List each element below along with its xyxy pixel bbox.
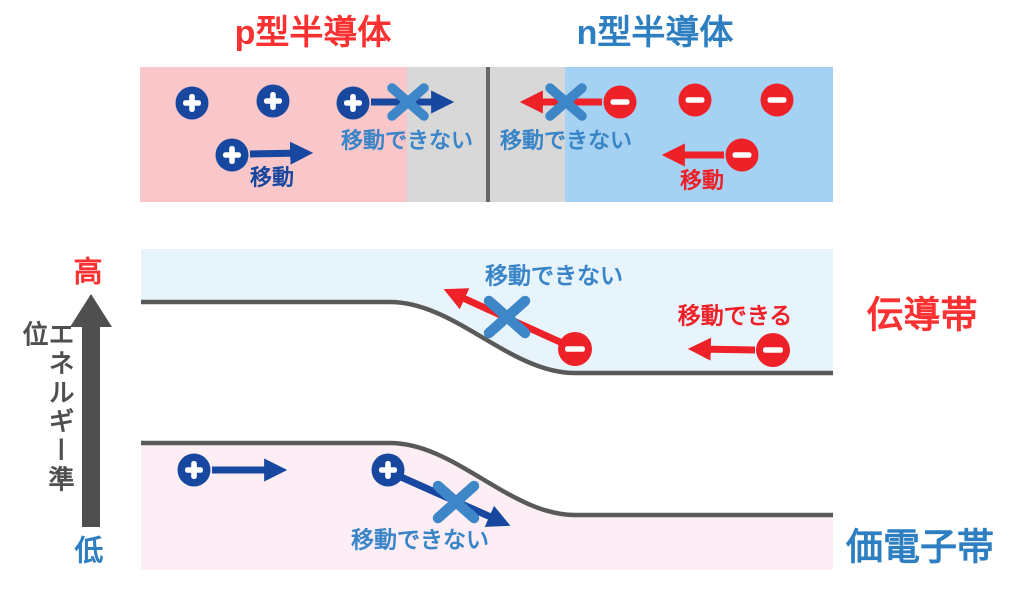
electron-icon [603, 85, 637, 119]
n-move-label: 移動 [679, 168, 725, 193]
hole-icon [371, 453, 405, 487]
hole-icon [215, 138, 249, 172]
axis-high-label: 高 [73, 256, 103, 289]
conduction-band-line [141, 299, 833, 376]
x-mark-icon [483, 295, 531, 339]
n-blocked-label: 移動できない [499, 128, 633, 153]
energy-axis-label: エネルギー準位 [19, 320, 75, 495]
conduction-band-label: 伝導帯 [866, 294, 978, 336]
axis-low-label: 低 [74, 535, 104, 568]
junction-line [486, 67, 490, 202]
hole-move-arrow [249, 141, 314, 165]
p-blocked-label: 移動できない [340, 128, 474, 153]
p-move-label: 移動 [249, 165, 295, 190]
x-mark-icon [387, 83, 429, 121]
valence-blocked-label: 移動できない [351, 526, 489, 553]
conduction-can-move-label: 移動できる [677, 302, 793, 329]
n-type-title: n型半導体 [576, 14, 734, 52]
valence-band-label: 価電子帯 [846, 526, 994, 568]
energy-axis-arrow [70, 294, 112, 527]
electron-icon [678, 83, 712, 117]
p-type-title: p型半導体 [234, 14, 392, 52]
electron-icon [725, 138, 759, 172]
electron-icon [558, 332, 592, 366]
conduction-blocked-label: 移動できない [485, 262, 623, 289]
hole-icon [256, 84, 290, 118]
hole-icon [175, 86, 209, 120]
valence-band-line [141, 440, 833, 518]
electron-icon [760, 83, 794, 117]
hole-icon [177, 453, 211, 487]
hole-icon [336, 86, 370, 120]
x-mark-icon [545, 83, 587, 121]
electron-icon [756, 333, 790, 367]
x-mark-icon [432, 480, 480, 524]
electron-can-move-arrow [687, 337, 756, 361]
